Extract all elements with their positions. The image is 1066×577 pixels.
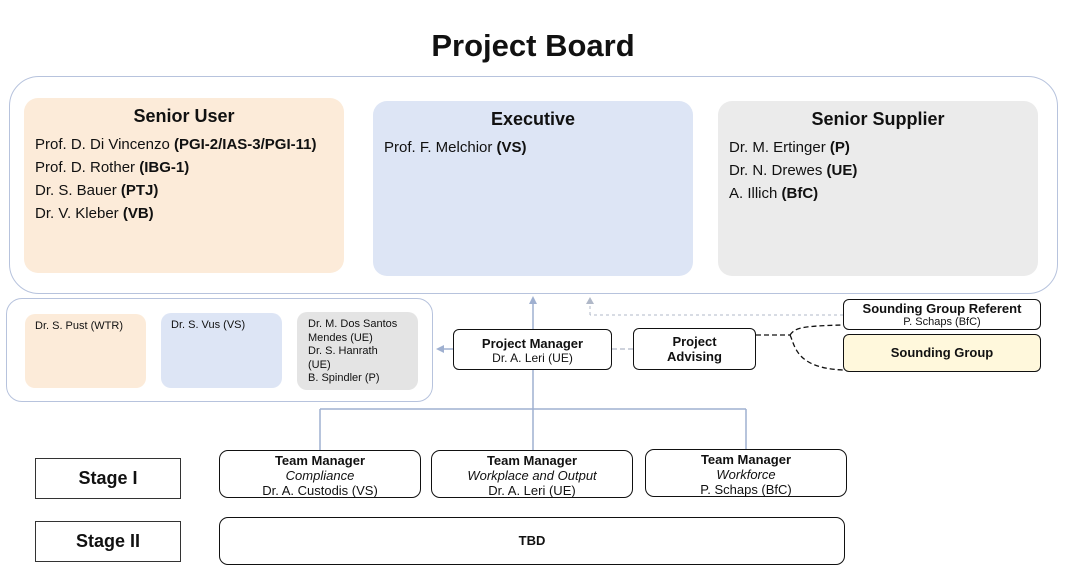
sounding-group-box: Sounding Group (843, 334, 1041, 372)
supplier-assurance-line: Dr. S. Hanrath (308, 345, 378, 357)
senior-supplier-member: Dr. N. Drewes (UE) (729, 162, 858, 179)
project-assurance-frame (6, 298, 433, 402)
project-advising-label: Project (672, 334, 717, 349)
executive-card: Executive Prof. F. Melchior (VS) (373, 101, 693, 276)
team-manager-area: Workplace and Output (467, 468, 597, 483)
sounding-group-label: Sounding Group (890, 345, 994, 360)
senior-user-heading: Senior User (133, 106, 235, 126)
referent-to-board-dashed (589, 303, 843, 316)
senior-user-member: Dr. S. Bauer (PTJ) (35, 182, 159, 199)
team-manager-compliance-box: Team Manager Compliance Dr. A. Custodis … (219, 450, 421, 498)
executive-heading: Executive (490, 109, 576, 129)
sounding-group-referent-label: Sounding Group Referent (862, 301, 1022, 316)
senior-supplier-heading: Senior Supplier (811, 109, 945, 129)
supplier-assurance-line: Mendes (UE) (308, 331, 373, 344)
sounding-group-referent-name: P. Schaps (BfC) (903, 316, 981, 328)
supplier-assurance-line: Dr. M. Dos Santos (308, 318, 398, 330)
senior-supplier-member: A. Illich (BfC) (729, 185, 819, 202)
project-manager-label: Project Manager (481, 336, 584, 351)
referent-arrowhead (586, 297, 594, 304)
page-title: Project Board (431, 28, 635, 63)
project-advising-box: Project Advising (633, 328, 756, 370)
stage-2-tbd-box: TBD (219, 517, 845, 565)
team-manager-workplace-box: Team Manager Workplace and Output Dr. A.… (431, 450, 633, 498)
senior-user-member: Prof. D. Rother (IBG-1) (35, 159, 190, 176)
team-manager-area: Compliance (285, 468, 355, 483)
senior-supplier-card: Senior Supplier Dr. M. Ertinger (P) Dr. … (718, 101, 1038, 276)
advising-to-sounding-dashed (756, 324, 844, 371)
team-manager-label: Team Manager (274, 453, 366, 468)
stage-1-label: Stage I (35, 458, 181, 499)
team-manager-name: Dr. A. Custodis (VS) (262, 483, 378, 498)
executive-member: Prof. F. Melchior (VS) (384, 139, 527, 156)
team-manager-name: P. Schaps (BfC) (700, 482, 792, 497)
project-manager-name: Dr. A. Leri (UE) (492, 351, 573, 365)
project-manager-box: Project Manager Dr. A. Leri (UE) (453, 329, 612, 370)
team-manager-label: Team Manager (700, 452, 792, 467)
team-manager-name: Dr. A. Leri (UE) (488, 483, 576, 498)
stage-2-label: Stage II (35, 521, 181, 562)
senior-user-member: Dr. V. Kleber (VB) (35, 205, 154, 222)
executive-assurance-box: Dr. S. Vus (VS) (161, 313, 282, 388)
team-manager-area: Workforce (716, 467, 776, 482)
team-manager-label: Team Manager (486, 453, 578, 468)
user-assurance-box: Dr. S. Pust (WTR) (25, 314, 146, 388)
supplier-assurance-box: Dr. M. Dos Santos Mendes (UE) Dr. S. Han… (297, 312, 418, 390)
supplier-assurance-line: B. Spindler (P) (308, 372, 380, 384)
sounding-group-referent-box: Sounding Group Referent P. Schaps (BfC) (843, 299, 1041, 330)
project-advising-label: Advising (667, 349, 722, 364)
senior-user-card: Senior User Prof. D. Di Vincenzo (PGI-2/… (24, 98, 344, 273)
senior-supplier-member: Dr. M. Ertinger (P) (729, 139, 850, 156)
senior-user-member: Prof. D. Di Vincenzo (PGI-2/IAS-3/PGI-11… (35, 136, 317, 153)
project-board-frame (9, 76, 1058, 294)
team-manager-workforce-box: Team Manager Workforce P. Schaps (BfC) (645, 449, 847, 497)
supplier-assurance-line: (UE) (308, 358, 331, 371)
